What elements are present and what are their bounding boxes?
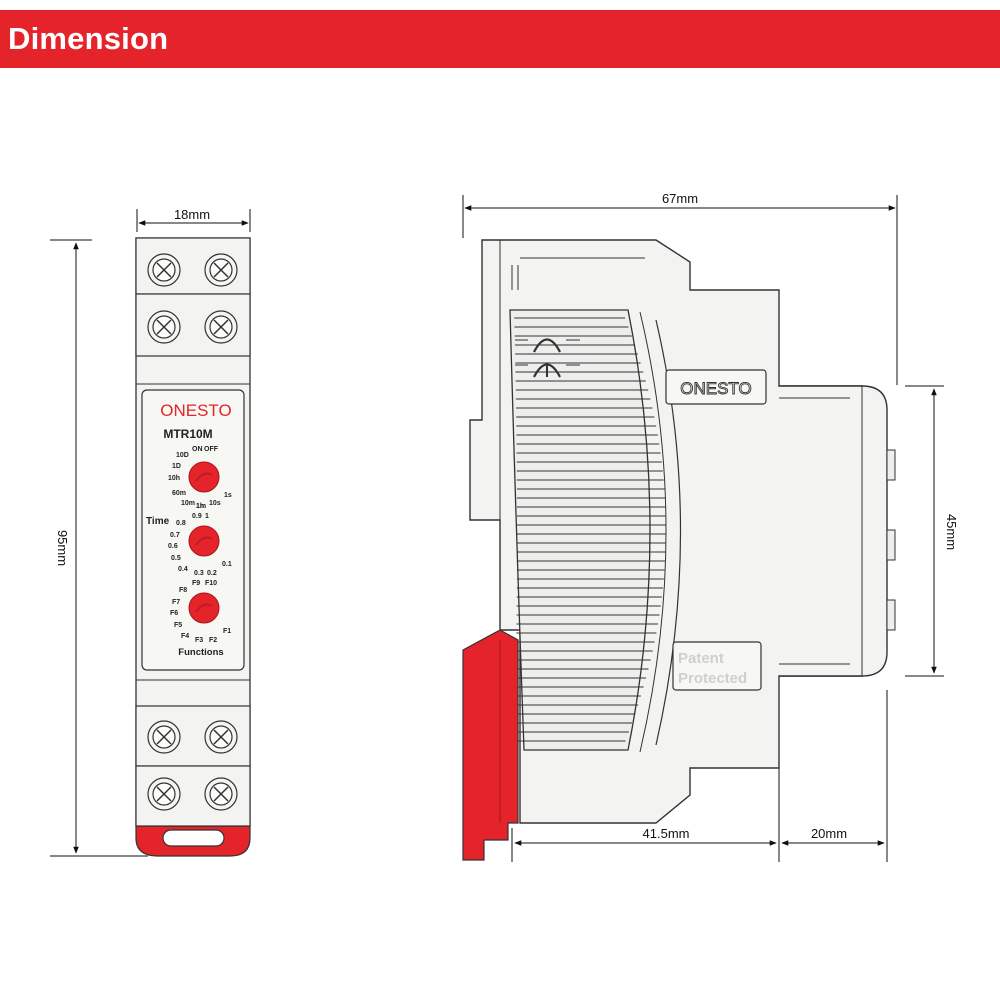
function-dial-tick-label: F8: [179, 587, 187, 594]
time-dial-tick-label: 0.3: [194, 570, 204, 577]
range-dial-tick-label: 10h: [168, 475, 180, 482]
side-logo-plate: [665, 369, 767, 405]
range-dial-tick-label: 10D: [176, 452, 189, 459]
patent-plate: [672, 641, 762, 691]
terminal-screw-icon: [147, 777, 181, 811]
time-dial-tick-label: 0.5: [171, 555, 181, 562]
din-clip-slot: [162, 829, 225, 847]
time-dial-tick-label: 1: [205, 513, 209, 520]
time-dial-tick-label: 0.8: [176, 520, 186, 527]
range-dial-tick-label: OFF: [204, 446, 219, 453]
terminal-screw-icon: [204, 253, 238, 287]
function-dial-tick-label: F5: [174, 622, 182, 629]
side-brand-logo: ONESTO: [680, 379, 751, 398]
function-dial-tick-label: F6: [170, 610, 178, 617]
range-dial[interactable]: [188, 461, 220, 493]
time-dial[interactable]: [188, 525, 220, 557]
time-dial-tick-label: 0.1: [222, 561, 232, 568]
brand-logo: ONESTO: [160, 401, 231, 420]
function-dial-tick-label: F10: [205, 580, 217, 587]
range-dial-tick-label: 1m: [196, 503, 206, 510]
faceplate: [141, 389, 245, 671]
function-dial-tick-label: F2: [209, 637, 217, 644]
range-dial-tick-label: 60m: [172, 490, 186, 497]
function-dial-tick-label: F7: [172, 599, 180, 606]
terminal-screw-icon: [204, 720, 238, 754]
patent-text-line1: Patent: [678, 650, 724, 667]
terminal-screw-icon: [147, 310, 181, 344]
range-dial-tick-label: 10m: [181, 500, 195, 507]
time-dial-tick-label: 0.6: [168, 543, 178, 550]
side-height-label: 45mm: [944, 514, 959, 550]
function-dial-tick-label: F3: [195, 637, 203, 644]
front-face-block: [779, 385, 888, 677]
function-dial-tick-label: F4: [181, 633, 189, 640]
cover-ribs: [514, 317, 666, 742]
time-dial-tick-label: 0.2: [207, 570, 217, 577]
power-lamp-icon: [533, 338, 561, 353]
terminal-screw-icon: [204, 310, 238, 344]
time-label: Time: [146, 516, 170, 527]
terminal-screw-icon: [204, 777, 238, 811]
time-dial-tick-label: 0.7: [170, 532, 180, 539]
range-dial-tick-label: 1h: [196, 503, 204, 510]
header-banner: Dimension: [0, 10, 1000, 68]
side-depth-label: 67mm: [662, 191, 698, 206]
range-dial-tick-label: 1D: [172, 463, 181, 470]
function-dial[interactable]: [188, 592, 220, 624]
status-lamps: [515, 338, 580, 378]
front-width-label: 18mm: [174, 207, 210, 222]
functions-label: Functions: [178, 647, 223, 658]
time-dial-tick-label: 0.4: [178, 566, 188, 573]
function-dial-tick-label: F1: [223, 628, 231, 635]
side-front-label: 20mm: [811, 826, 847, 841]
range-dial-tick-label: 1s: [224, 492, 232, 499]
ribbed-cover: [509, 309, 651, 751]
side-base-label: 41.5mm: [643, 826, 690, 841]
patent-text-line2: Protected: [678, 670, 747, 687]
time-dial-tick-label: 0.9: [192, 513, 202, 520]
function-dial-tick-label: F9: [192, 580, 200, 587]
side-din-clip: [462, 629, 519, 861]
model-label: MTR10M: [163, 427, 212, 441]
terminal-screw-icon: [147, 720, 181, 754]
terminal-screw-icon: [147, 253, 181, 287]
front-view: 18mm 95mm ONESTO MTR10M: [50, 207, 251, 857]
range-dial-tick-label: 10s: [209, 500, 221, 507]
front-height-label: 95mm: [55, 530, 70, 566]
range-dial-tick-label: ON: [192, 446, 203, 453]
side-view: 67mm 45mm 41.5mm 20mm: [462, 191, 959, 862]
page-title: Dimension: [8, 21, 169, 56]
